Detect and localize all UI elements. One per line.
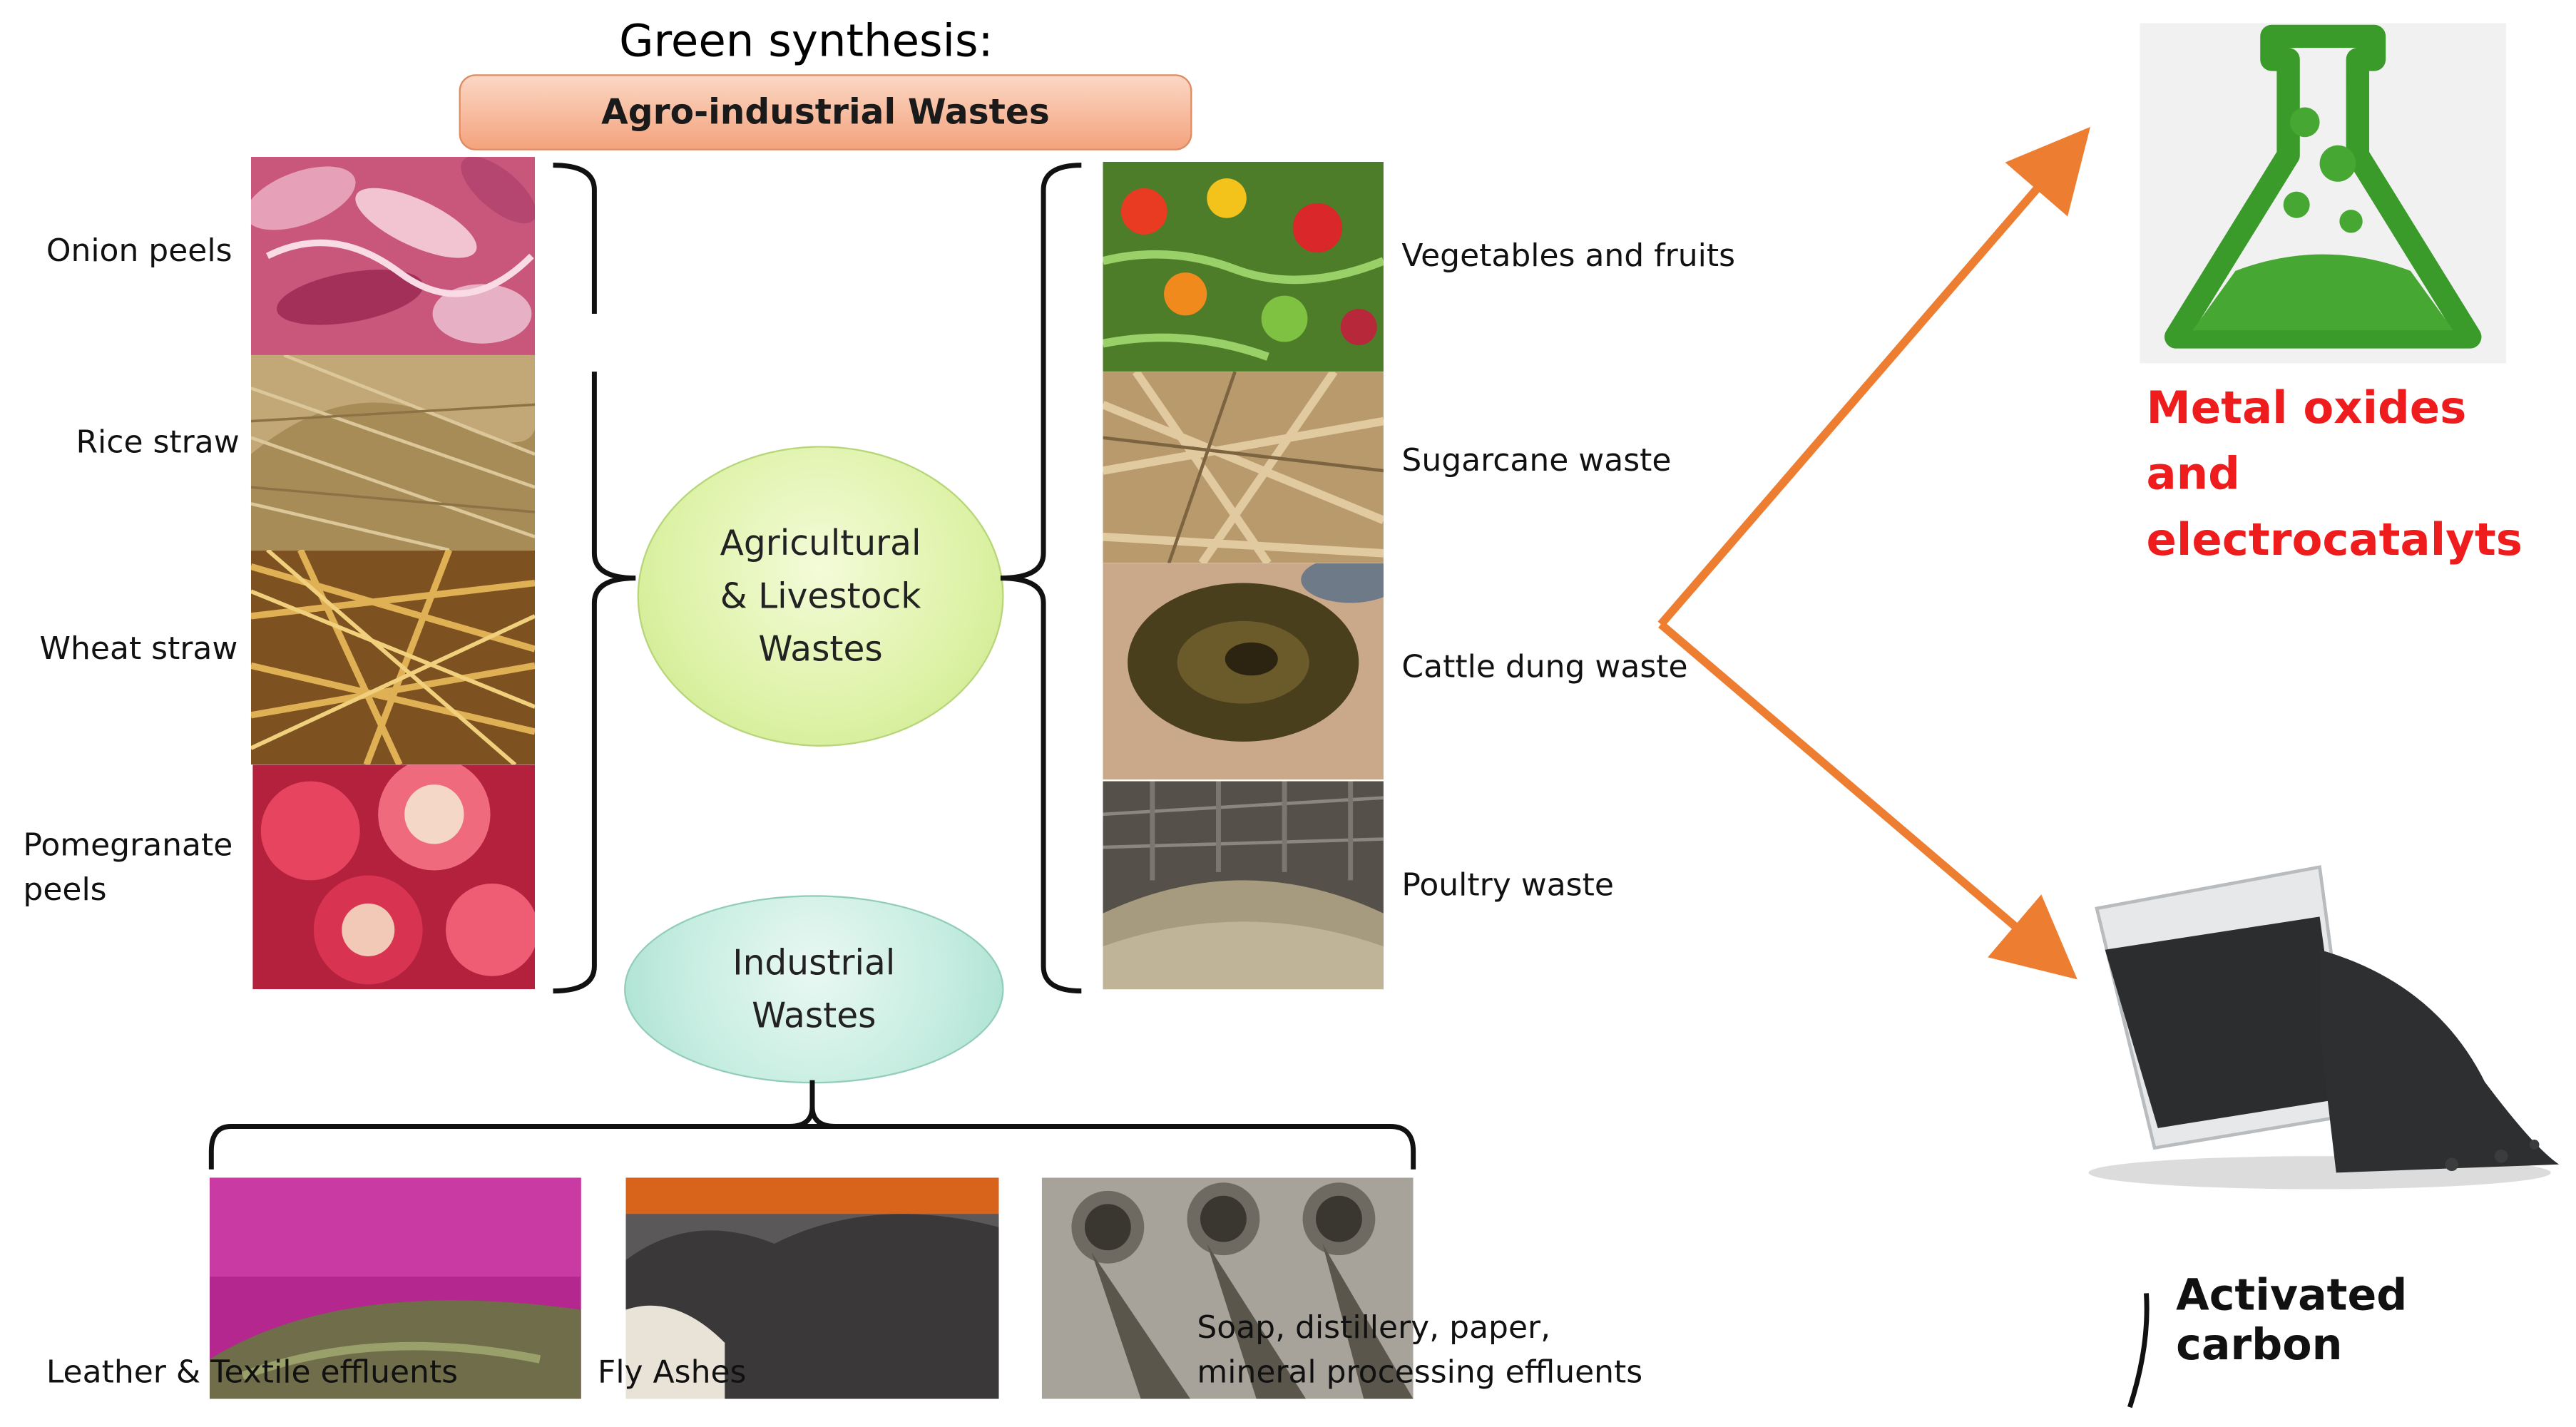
fly-ashes-photo bbox=[625, 1177, 999, 1399]
arrow-to-activated-carbon bbox=[1658, 621, 2077, 980]
label-onion-peels: Onion peels bbox=[46, 232, 232, 270]
rice-straw-photo bbox=[250, 354, 536, 551]
label-vegetables-fruits: Vegetables and fruits bbox=[1401, 237, 1736, 275]
arrow-to-metal-oxides bbox=[1657, 127, 2090, 628]
onion-peels-photo bbox=[250, 157, 536, 355]
vegetables-fruits-photo bbox=[1103, 161, 1384, 372]
pomegranate-peels-photo bbox=[252, 764, 536, 990]
wheat-straw-photo bbox=[250, 550, 536, 765]
cattle-dung-photo bbox=[1103, 563, 1384, 780]
sugarcane-waste-photo bbox=[1103, 372, 1384, 563]
label-poultry-waste: Poultry waste bbox=[1401, 866, 1614, 904]
label-cattle-dung-waste: Cattle dung waste bbox=[1401, 649, 1688, 686]
agri-line1: Agricultural bbox=[720, 523, 921, 563]
leather-textile-photo bbox=[210, 1177, 581, 1399]
label-fly-ashes: Fly Ashes bbox=[598, 1354, 747, 1391]
soap-distillery-photo bbox=[1041, 1177, 1414, 1399]
label-soap-distillery: Soap, distillery, paper, mineral process… bbox=[1197, 1309, 1643, 1391]
label-metal-oxides: Metal oxides and electrocatalyts bbox=[2146, 383, 2523, 567]
agri-line2: & Livestock bbox=[720, 576, 921, 616]
label-sugarcane-waste: Sugarcane waste bbox=[1401, 442, 1672, 479]
agro-industrial-banner: Agro-industrial Wastes bbox=[459, 74, 1192, 150]
label-leather-textile: Leather & Textile effluents bbox=[46, 1354, 459, 1391]
diagram-title: Green synthesis: bbox=[619, 16, 993, 68]
label-activated-carbon: Activated carbon bbox=[2176, 1272, 2408, 1371]
industrial-line1: Industrial bbox=[732, 943, 896, 983]
label-wheat-straw: Wheat straw bbox=[39, 630, 238, 668]
agricultural-livestock-ellipse: Agricultural & Livestock Wastes bbox=[637, 446, 1004, 747]
label-pomegranate-peels: Pomegranate peels bbox=[23, 827, 233, 909]
left-bracket bbox=[553, 163, 636, 994]
industrial-line2: Wastes bbox=[752, 996, 876, 1036]
poultry-waste-photo bbox=[1103, 781, 1384, 990]
industrial-wastes-ellipse: Industrial Wastes bbox=[624, 895, 1004, 1084]
bottom-bracket bbox=[208, 1080, 1416, 1170]
green-flask-image bbox=[2140, 23, 2507, 364]
carbon-mark bbox=[2127, 1293, 2150, 1408]
agri-line3: Wastes bbox=[758, 629, 883, 669]
activated-carbon-image bbox=[2072, 850, 2567, 1198]
right-bracket bbox=[1000, 163, 1082, 994]
label-rice-straw: Rice straw bbox=[76, 424, 240, 461]
